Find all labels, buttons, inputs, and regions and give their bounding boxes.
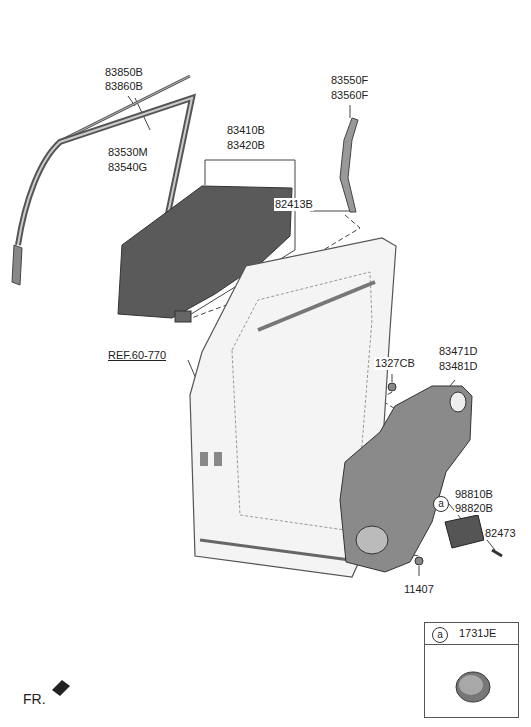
circle-callout: a	[433, 496, 449, 512]
part-number: 11407	[403, 583, 435, 596]
part-number: 82473	[484, 527, 517, 540]
plug-illustration	[425, 645, 518, 717]
part-number: 83530M	[107, 146, 149, 159]
part-number: 83850B	[104, 66, 144, 79]
part-number: 83860B	[104, 80, 144, 93]
direction-label: FR.	[22, 693, 47, 706]
part-number: 1327CB	[374, 357, 416, 370]
part-number: 98810B	[454, 488, 494, 501]
callout-letter: a	[438, 499, 444, 509]
part-number: 1731JE	[459, 627, 496, 640]
part-number: 83420B	[226, 139, 266, 152]
part-number: 83560F	[330, 89, 369, 102]
callout-letter: a	[437, 630, 443, 640]
circle-callout: a	[432, 627, 448, 643]
part-number: 82413B	[274, 198, 314, 211]
part-number: 83540G	[107, 161, 148, 174]
part-number: 83410B	[226, 124, 266, 137]
part-number: 98820B	[454, 502, 494, 515]
part-number: 83471D	[438, 345, 479, 358]
part-number: 83550F	[330, 74, 369, 87]
part-number: 83481D	[438, 360, 479, 373]
reference-label: REF.60-770	[107, 349, 167, 362]
divider-line	[425, 644, 518, 645]
inset-box: 1731JE a	[424, 622, 519, 718]
